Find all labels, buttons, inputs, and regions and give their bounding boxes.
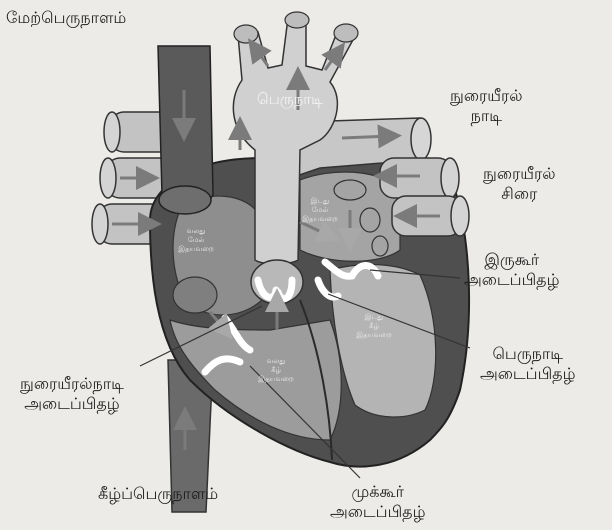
left-atrium-label-3: இதயவறை [302,215,338,223]
aorta-inner-label: பெருநாடி [257,90,323,108]
left-atrium-label-2: மேல் [312,206,329,214]
pulmonary-valve-label-line2: அடைப்பிதழ் [20,394,124,414]
left-ventricle-label-2: கீழ் [369,322,379,330]
right-atrium-label-3: இதயவறை [178,245,214,253]
aortic-valve-label-line1: பெருநாடி [480,344,575,364]
tricuspid-valve-label-line2: அடைப்பிதழ் [330,502,425,522]
pulmonary-artery-label: நுரையீரல் நாடி [450,86,523,126]
mitral-valve-label-line1: இருகூர் [464,250,559,270]
pulmonary-artery-label-line1: நுரையீரல் [450,86,523,106]
tricuspid-valve-label-line1: முக்கூர் [330,482,425,502]
superior-vena-cava-label: மேற்பெருநாளம் [6,8,126,28]
pulmonary-vein-label-line1: நுரையீரல் [483,164,556,184]
pulmonary-vein-label-line2: சிரை [483,184,556,204]
left-atrium-label-1: இடது [311,197,329,205]
mitral-valve-label: இருகூர் அடைப்பிதழ் [464,250,559,290]
left-ventricle-label-3: இதயவறை [356,331,392,339]
right-atrium-opening [173,277,217,313]
right-ventricle-label-2: கீழ் [271,366,281,374]
right-ventricle-label-3: இதயவறை [258,375,294,383]
mitral-valve-label-line2: அடைப்பிதழ் [464,270,559,290]
pulmonary-valve-label-line1: நுரையீரல்நாடி [20,374,124,394]
pulmonary-artery-label-line2: நாடி [450,106,523,126]
right-ventricle-label-1: வலது [267,357,286,365]
pulmonary-valve-label: நுரையீரல்நாடி அடைப்பிதழ் [20,374,124,414]
aortic-valve-label: பெருநாடி அடைப்பிதழ் [480,344,575,384]
tricuspid-valve-label: முக்கூர் அடைப்பிதழ் [330,482,425,522]
inferior-vena-cava-label: கீழ்ப்பெருநாளம் [98,484,218,504]
pulmonary-vein-label: நுரையீரல் சிரை [483,164,556,204]
aortic-valve-label-line2: அடைப்பிதழ் [480,364,575,384]
left-ventricle-label-1: இடது [365,313,383,321]
right-atrium-label-2: மேல் [188,236,205,244]
right-atrium-label-1: வலது [187,227,206,235]
